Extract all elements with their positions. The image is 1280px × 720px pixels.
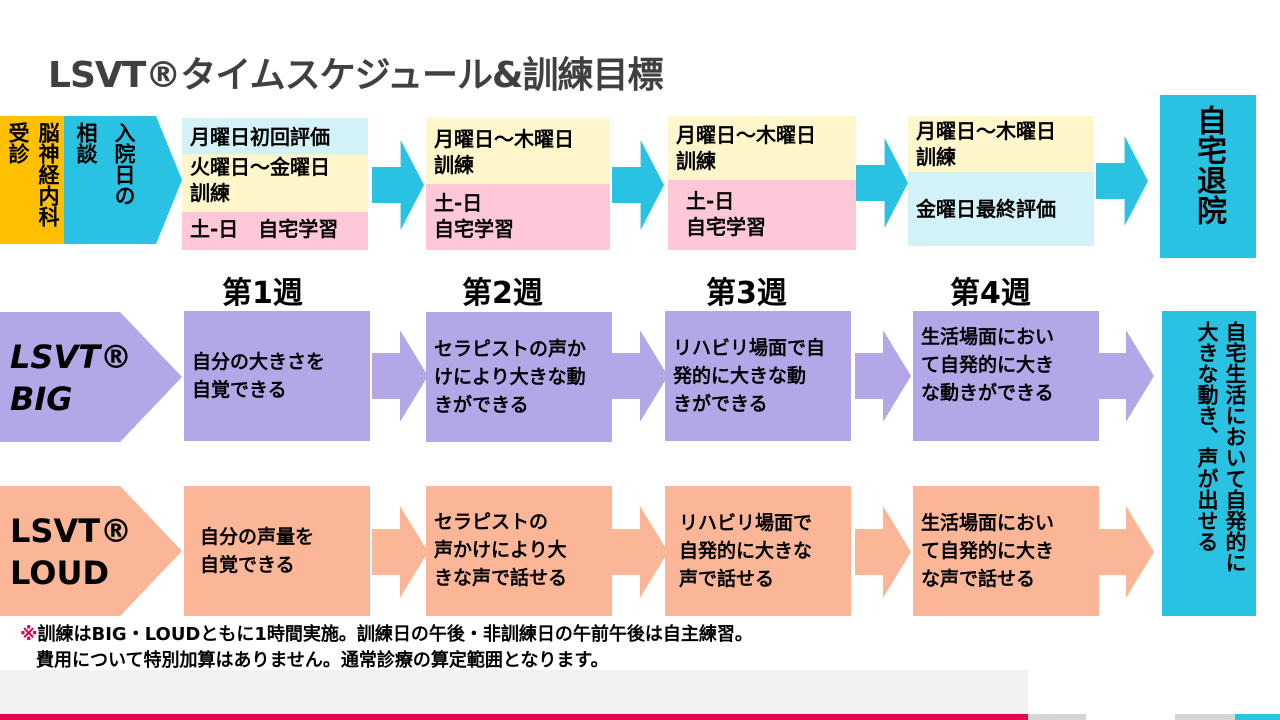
program-label: LSVT® [10, 338, 133, 376]
big-goal-week-1: 自分の大きさを 自覚できる [184, 311, 370, 441]
footer-bar-grey [1028, 714, 1086, 720]
loud-goal-week-2: セラピストの 声かけにより大 きな声で話せる [426, 486, 612, 616]
program-name: BIG [10, 380, 73, 418]
neurology-visit-box: 脳神経内科 受診 [0, 116, 64, 244]
arrow-right-icon [372, 330, 428, 422]
admission-consult-chevron: 入院日の 相談 [64, 116, 182, 244]
note-text: ※訓練はBIG・LOUDともに1時間実施。訓練日の午後・非訓練日の午前午後は自主… [20, 622, 753, 674]
final-goal-line-2: 大きな動き、声が出せる [1195, 321, 1219, 552]
week-2-schedule: 月曜日～木曜日 訓練 土-日 自宅学習 [426, 118, 610, 250]
note-line-1: 訓練はBIG・LOUDともに1時間実施。訓練日の午後・非訓練日の午前午後は自主練… [37, 624, 753, 645]
week-4-label: 第4週 [950, 276, 1031, 311]
schedule-cell: 金曜日最終評価 [908, 172, 1094, 246]
final-goal-line-1: 自宅生活において自発的に [1223, 321, 1247, 573]
final-goal-box: 自宅生活において自発的に 大きな動き、声が出せる [1162, 311, 1256, 616]
program-name: LOUD [10, 554, 109, 592]
arrow-right-icon [1098, 330, 1154, 422]
schedule-cell: 火曜日～金曜日 訓練 [182, 154, 368, 212]
week-3-schedule: 月曜日～木曜日 訓練 土-日 自宅学習 [668, 116, 856, 250]
visit-label: 受診 [6, 122, 30, 164]
week-3-label: 第3週 [706, 276, 787, 311]
footer-bar-cyan [1235, 714, 1280, 720]
lsvt-big-chevron: LSVT® BIG [0, 312, 182, 442]
consult-label-1: 相談 [74, 122, 98, 164]
schedule-cell: 月曜日～木曜日 訓練 [668, 116, 856, 180]
arrow-right-icon [1098, 506, 1154, 598]
loud-goal-week-4: 生活場面におい て自発的に大き な声で話せる [913, 486, 1099, 616]
note-mark: ※ [20, 624, 38, 645]
big-goal-week-2: セラピストの声か けにより大きな動 きができる [426, 312, 612, 442]
arrow-right-icon [855, 506, 911, 598]
week-2-label: 第2週 [462, 276, 543, 311]
arrow-right-icon [612, 506, 668, 598]
schedule-cell: 月曜日～木曜日 訓練 [908, 116, 1094, 172]
page-title: LSVT®タイムスケジュール&訓練目標 [48, 55, 663, 96]
footer-band [0, 670, 1028, 714]
week-4-schedule: 月曜日～木曜日 訓練 金曜日最終評価 [908, 116, 1094, 246]
schedule-cell: 土-日 自宅学習 [668, 180, 856, 250]
footer-bar-grey [1175, 714, 1235, 720]
big-goal-week-4: 生活場面におい て自発的に大き な動きができる [913, 311, 1099, 441]
department-label: 脳神経内科 [36, 122, 60, 227]
week-1-label: 第1週 [222, 276, 303, 311]
consult-label-2: 入院日の [112, 122, 136, 206]
arrow-right-icon [856, 138, 908, 228]
lsvt-loud-chevron: LSVT® LOUD [0, 486, 182, 616]
arrow-right-icon [372, 140, 424, 230]
program-label: LSVT® [10, 512, 133, 550]
arrow-right-icon [372, 506, 428, 598]
big-goal-week-3: リハビリ場面で自 発的に大きな動 きができる [665, 311, 851, 441]
home-discharge-box: 自宅退院 [1160, 95, 1256, 258]
loud-goal-week-1: 自分の声量を 自覚できる [184, 486, 370, 616]
loud-goal-week-3: リハビリ場面で 自発的に大きな 声で話せる [665, 486, 851, 616]
footer-bar-red [0, 714, 1028, 720]
arrow-right-icon [612, 330, 668, 422]
discharge-label: 自宅退院 [1191, 105, 1226, 225]
week-1-schedule: 月曜日初回評価 火曜日～金曜日 訓練 土-日 自宅学習 [182, 118, 368, 250]
arrow-right-icon [1096, 136, 1148, 226]
schedule-cell: 土-日 自宅学習 [182, 212, 368, 250]
arrow-right-icon [855, 330, 911, 422]
schedule-cell: 月曜日～木曜日 訓練 [426, 118, 610, 184]
note-line-2: 費用について特別加算はありません。通常診療の算定範囲となります。 [36, 650, 609, 671]
arrow-right-icon [612, 140, 664, 230]
schedule-cell: 土-日 自宅学習 [426, 184, 610, 250]
schedule-cell: 月曜日初回評価 [182, 118, 368, 154]
